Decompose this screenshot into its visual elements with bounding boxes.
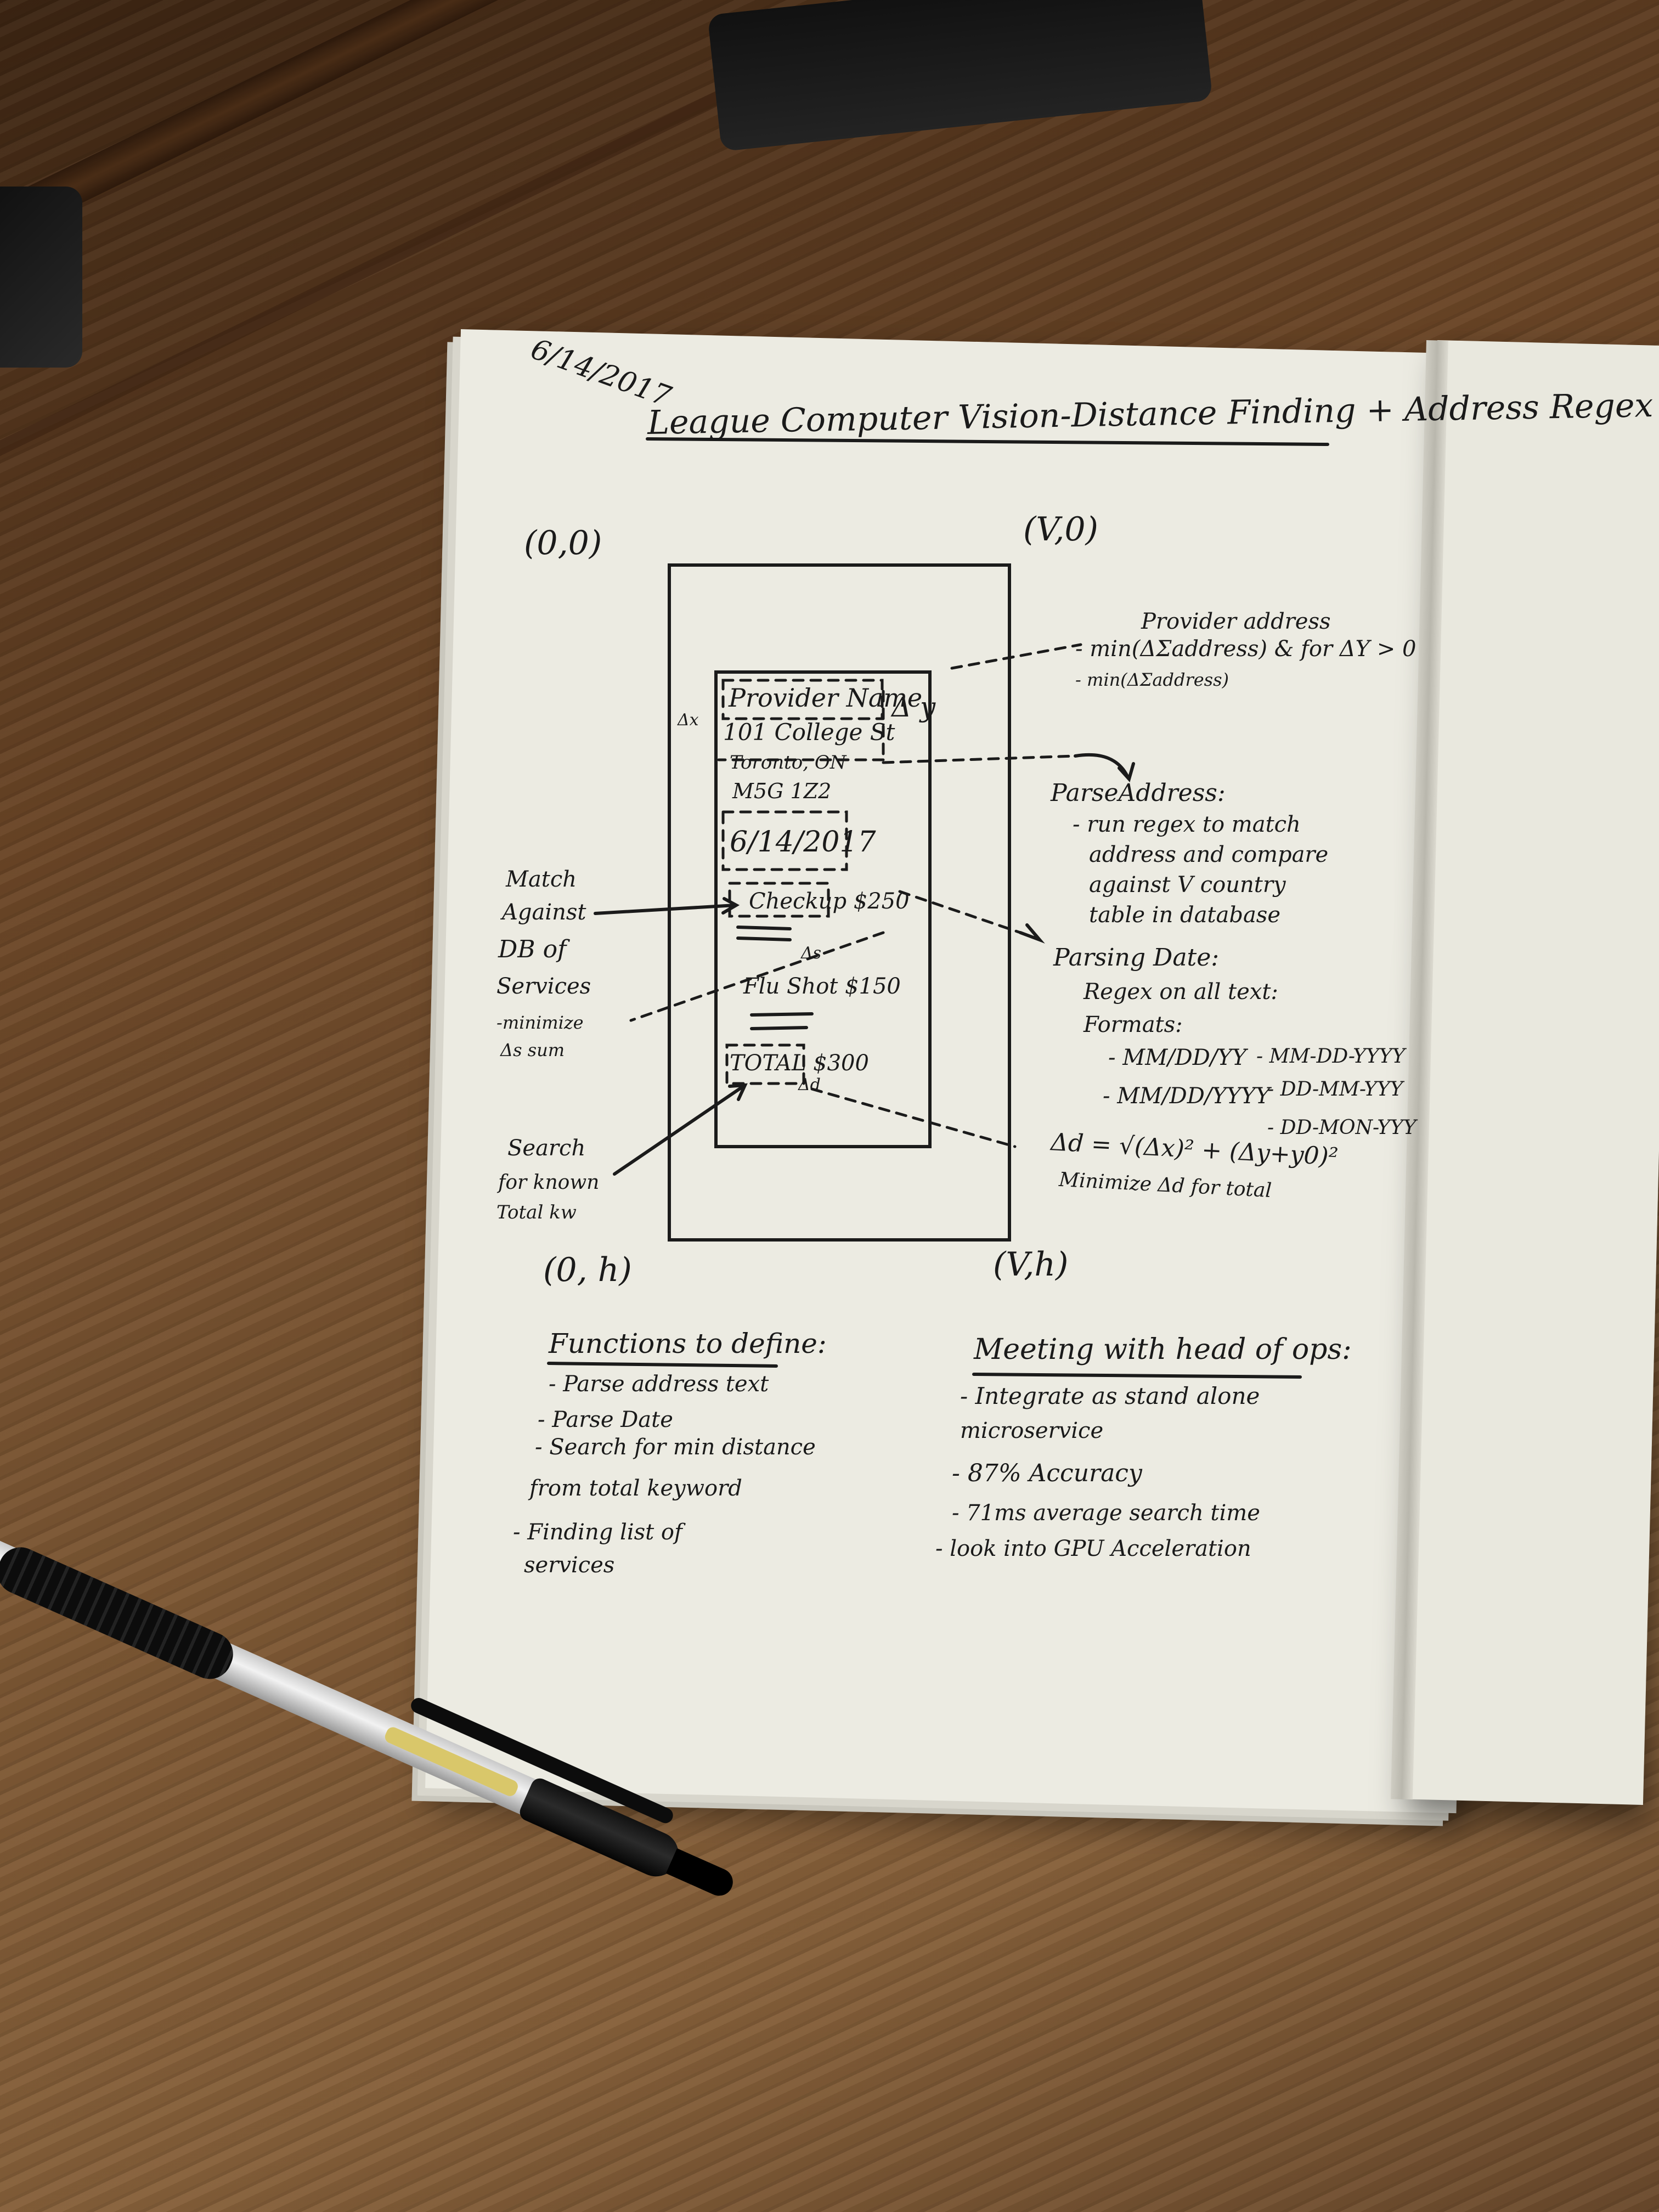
match-arrow [594, 904, 737, 915]
pen-tip [665, 1848, 737, 1900]
corner-top-left: (0,0) [524, 524, 602, 562]
screen-frame [668, 563, 1011, 1242]
receipt-total: TOTAL $300 [730, 1051, 869, 1076]
corner-top-right: (V,0) [1023, 510, 1098, 549]
parsing-date-format: - MM-DD-YYYY [1256, 1045, 1406, 1068]
delta-y-label: Δ y [891, 691, 936, 723]
meeting-heading: Meeting with head of ops: [974, 1333, 1352, 1366]
parse-arrow [1074, 753, 1129, 778]
provider-address-line: - min(ΔΣaddress) [1075, 669, 1229, 690]
search-arrow [613, 1085, 745, 1176]
meeting-item: - 71ms average search time [952, 1500, 1260, 1526]
search-total-line: Total kw [496, 1201, 577, 1223]
functions-underline [547, 1362, 778, 1368]
parse-address-line: - run regex to match [1073, 812, 1301, 837]
function-item: services [524, 1553, 615, 1578]
meeting-underline [972, 1373, 1302, 1379]
match-services-line: Against [502, 900, 586, 925]
receipt-provider: Provider Name [729, 683, 923, 713]
parsing-date-format: - MM/DD/YY [1108, 1045, 1247, 1070]
receipt-outline [714, 670, 932, 1148]
parsing-date-line: Regex on all text: [1084, 979, 1278, 1005]
meeting-item: - 87% Accuracy [952, 1459, 1142, 1487]
corner-bottom-right: (V,h) [993, 1245, 1069, 1284]
parse-address-line: against V country [1089, 872, 1286, 898]
delta-d-label: Δd [798, 1075, 821, 1094]
parsing-date-line: Formats: [1084, 1012, 1183, 1037]
function-item: - Parse address text [549, 1372, 769, 1397]
parsing-date-line: Parsing Date: [1053, 944, 1220, 972]
meeting-item: microservice [960, 1418, 1104, 1443]
match-services-line: Match [506, 867, 577, 892]
title-underline [646, 437, 1329, 446]
provider-address-line: - min(ΔΣaddress) & for ΔY > 0 [1075, 636, 1417, 662]
receipt-city: Toronto, ON [730, 752, 847, 774]
parsing-date-format: - MM/DD/YYYY [1103, 1084, 1270, 1109]
parse-address-line: table in database [1089, 902, 1281, 928]
parsing-date-format: - DD-MON-YYY [1267, 1116, 1417, 1139]
meeting-item: - look into GPU Acceleration [935, 1536, 1251, 1561]
provider-address-line: Provider address [1141, 609, 1331, 634]
receipt-date: 6/14/2017 [730, 826, 876, 859]
function-item: from total keyword [529, 1476, 742, 1501]
parse-address-line: ParseAddress: [1051, 779, 1226, 807]
receipt-postal: M5G 1Z2 [732, 779, 832, 803]
delta-x-label: Δx [678, 710, 699, 730]
search-total-line: Search [507, 1136, 586, 1161]
receipt-flu-shot: Flu Shot $150 [743, 974, 901, 999]
search-total-line: for known [498, 1171, 600, 1194]
date-box [721, 810, 848, 871]
match-services-line: -minimize [496, 1012, 584, 1033]
match-services-line: Services [496, 974, 591, 999]
total-box [725, 1043, 805, 1085]
match-services-line: Δs sum [500, 1040, 565, 1060]
match-services-line: DB of [498, 935, 567, 963]
receipt-checkup: Checkup $250 [749, 889, 910, 914]
corner-bottom-left: (0, h) [543, 1251, 632, 1289]
meeting-item: - Integrate as stand alone [960, 1383, 1260, 1409]
function-item: - Parse Date [538, 1407, 673, 1432]
receipt-street: 101 College St [723, 719, 895, 746]
function-item: - Search for min distance [535, 1435, 816, 1460]
function-item: - Finding list of [513, 1520, 682, 1545]
dark-object [0, 187, 82, 368]
parsing-date-format: - DD-MM-YYY [1267, 1078, 1403, 1101]
delta-s-label: Δs [801, 944, 822, 963]
functions-heading: Functions to define: [549, 1328, 827, 1359]
checkup-box [728, 882, 830, 918]
parse-address-line: address and compare [1089, 842, 1329, 867]
